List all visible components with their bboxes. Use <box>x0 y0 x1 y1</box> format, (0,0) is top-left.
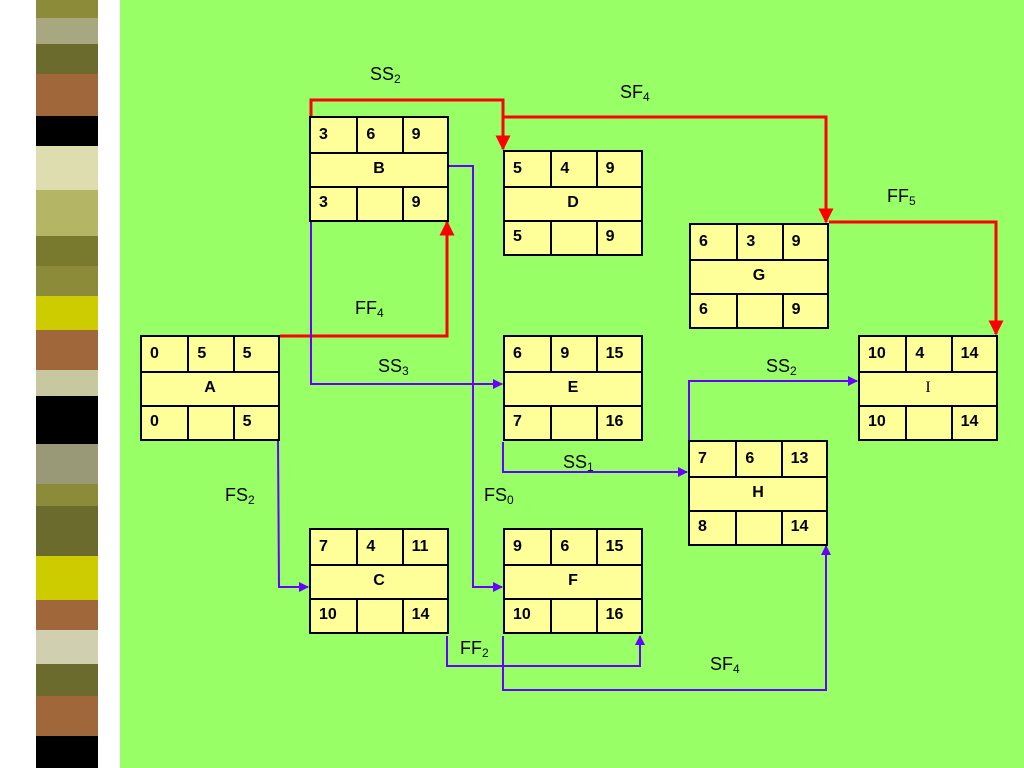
duration: 6 <box>550 530 595 564</box>
duration: 4 <box>356 530 401 564</box>
early-finish: 15 <box>595 337 641 371</box>
early-start: 7 <box>698 450 707 467</box>
link-sf4-b-g <box>501 100 834 224</box>
late-finish: 14 <box>401 598 447 632</box>
duration: 4 <box>905 337 950 371</box>
link-ff2-c-f <box>446 635 645 667</box>
late-start: 3 <box>319 194 328 211</box>
early-finish: 13 <box>780 442 826 476</box>
early-finish: 11 <box>401 530 447 564</box>
link-label-ss3-be: SS3 <box>378 356 409 378</box>
late-finish: 9 <box>595 220 641 254</box>
late-start: 5 <box>513 228 522 245</box>
decorative-stripe <box>0 0 120 768</box>
early-start: 7 <box>319 538 328 555</box>
link-ss2-h-i <box>688 376 858 441</box>
early-finish: 5 <box>232 337 278 371</box>
late-finish: 14 <box>780 510 826 544</box>
link-label-ff4-ab: FF4 <box>355 298 384 320</box>
link-label-ss2-bd: SS2 <box>370 64 401 86</box>
link-ff5-g-i <box>829 220 1004 336</box>
slack <box>550 220 595 254</box>
early-finish: 14 <box>950 337 996 371</box>
early-start: 5 <box>513 160 522 177</box>
late-start: 0 <box>150 413 159 430</box>
late-finish: 5 <box>232 405 278 439</box>
late-finish: 9 <box>781 293 827 327</box>
late-finish: 16 <box>595 598 641 632</box>
duration: 3 <box>736 225 781 259</box>
link-fs2-a-c <box>277 439 309 592</box>
duration: 5 <box>187 337 232 371</box>
activity-name: D <box>505 186 641 222</box>
activity-name: B <box>311 152 447 188</box>
activity-name: G <box>691 259 827 295</box>
slack <box>356 186 401 220</box>
early-start: 3 <box>319 126 328 143</box>
activity-name: A <box>142 371 278 407</box>
slack <box>736 293 781 327</box>
late-finish: 14 <box>950 405 996 439</box>
duration: 4 <box>550 152 595 186</box>
link-label-fs0-bf: FS0 <box>484 485 514 507</box>
late-start: 10 <box>513 606 531 623</box>
link-label-ss2-hi: SS2 <box>766 356 797 378</box>
activity-name: I <box>860 371 996 407</box>
duration: 6 <box>735 442 780 476</box>
link-ss3-b-e <box>310 222 503 389</box>
slack <box>735 510 780 544</box>
activity-name: H <box>690 476 826 512</box>
early-finish: 9 <box>781 225 827 259</box>
early-start: 9 <box>513 538 522 555</box>
link-label-ff2-cf: FF2 <box>460 638 489 660</box>
early-finish: 9 <box>595 152 641 186</box>
early-start: 10 <box>868 345 886 362</box>
early-start: 0 <box>150 345 159 362</box>
link-label-ff5-gi: FF5 <box>887 186 916 208</box>
slack <box>550 598 595 632</box>
slack <box>905 405 950 439</box>
link-label-sf4-fh: SF4 <box>710 654 740 676</box>
activity-name: E <box>505 371 641 407</box>
early-finish: 9 <box>401 118 447 152</box>
late-start: 6 <box>699 301 708 318</box>
link-fs0-b-f <box>449 165 503 592</box>
late-finish: 16 <box>595 405 641 439</box>
link-label-sf4-bg: SF4 <box>620 82 650 104</box>
late-start: 7 <box>513 413 522 430</box>
early-finish: 15 <box>595 530 641 564</box>
link-label-ss1-eh: SS1 <box>563 452 594 474</box>
late-start: 10 <box>319 606 337 623</box>
slack <box>187 405 232 439</box>
activity-name: F <box>505 564 641 600</box>
early-start: 6 <box>699 233 708 250</box>
slack <box>356 598 401 632</box>
early-start: 6 <box>513 345 522 362</box>
link-ss2-b-d <box>309 98 511 151</box>
late-start: 8 <box>698 518 707 535</box>
late-finish: 9 <box>401 186 447 220</box>
late-start: 10 <box>868 413 886 430</box>
duration: 9 <box>550 337 595 371</box>
link-label-fs2-ac: FS2 <box>225 485 255 507</box>
link-ss1-e-h <box>502 442 688 477</box>
link-ff4-a-b <box>280 220 455 338</box>
duration: 6 <box>356 118 401 152</box>
activity-name: C <box>311 564 447 600</box>
link-sf4-f-h <box>502 545 831 691</box>
slack <box>550 405 595 439</box>
